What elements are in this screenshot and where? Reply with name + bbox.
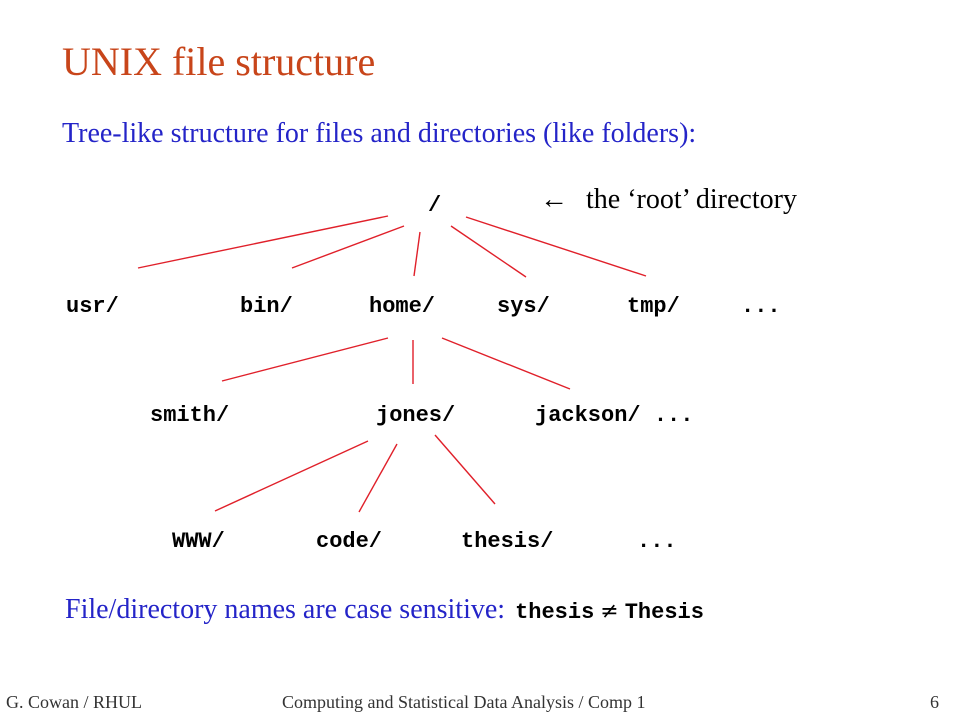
connector-root-usr [137,215,389,269]
left-arrow-icon: ← [540,184,568,215]
footer-course: Computing and Statistical Data Analysis … [282,692,646,712]
footer-author: G. Cowan / RHUL [6,692,142,712]
connector-jones-code [358,443,398,513]
root-annotation-text: the ‘root’ directory [586,184,797,215]
case-example: thesis≠Thesis [515,599,704,625]
dir-tmp: tmp/ [627,294,680,319]
connector-root-tmp [465,216,647,277]
dir-code: code/ [316,529,383,554]
footer-page-number: 6 [930,692,939,712]
root-directory: / [428,193,442,218]
connector-root-home [413,231,421,277]
root-annotation: ← the ‘root’ directory [540,184,797,216]
connector-jones-www [214,440,369,512]
case-note-text: File/directory names are case sensitive: [65,594,506,625]
dir-jones: jones/ [376,403,456,428]
dir-thesis: thesis/ [461,529,554,554]
dir-sys: sys/ [497,294,550,319]
dir-ellipsis-level3: ... [637,529,677,554]
slide-subtitle: Tree-like structure for files and direct… [62,118,697,149]
dir-home: home/ [369,294,436,319]
dir-ellipsis-level1: ... [741,294,781,319]
connector-root-sys [450,225,527,278]
case-sensitivity-note: File/directory names are case sensitive:… [65,594,704,626]
slide-title: UNIX file structure [62,39,376,84]
connector-root-bin [291,225,405,269]
dir-smith: smith/ [150,403,230,428]
dir-usr: usr/ [66,294,119,319]
connector-jones-thesis [434,434,496,505]
dir-jackson: jackson/ ... [535,403,694,428]
case-left-name: thesis [515,600,595,625]
not-equal-icon: ≠ [600,599,619,624]
connector-home-smith [221,337,389,382]
dir-bin: bin/ [240,294,293,319]
case-right-name: Thesis [624,600,704,625]
connector-home-jackson [441,337,571,390]
dir-www: WWW/ [172,529,225,554]
